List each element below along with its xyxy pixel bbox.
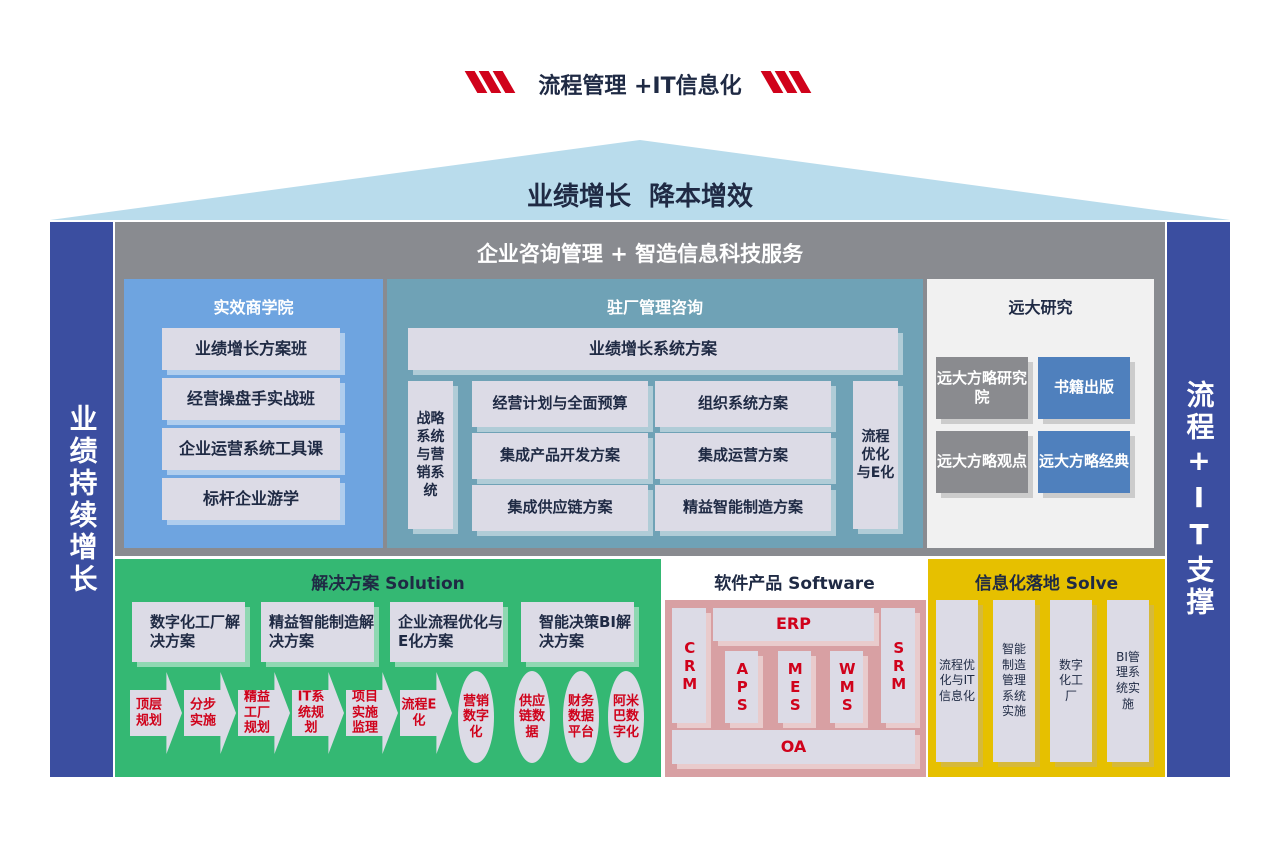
consulting-item[interactable]: 集成产品开发方案 <box>472 433 648 479</box>
aps-module[interactable]: APS <box>725 651 758 723</box>
academy-item[interactable]: 企业运营系统工具课 <box>162 428 340 470</box>
academy-item[interactable]: 业绩增长方案班 <box>162 328 340 370</box>
digital-oval[interactable]: 供应链数据 <box>514 671 550 763</box>
mes-module[interactable]: MES <box>778 651 811 723</box>
digital-oval[interactable]: 财务数据平台 <box>563 671 599 763</box>
consulting-top[interactable]: 业绩增长系统方案 <box>408 328 898 370</box>
research-item[interactable]: 远大方略经典 <box>1038 431 1130 493</box>
solution-box[interactable]: 企业流程优化与E化方案 <box>390 602 503 662</box>
step-arrow[interactable]: 流程E化 <box>400 672 452 754</box>
consulting-item[interactable]: 集成运营方案 <box>655 433 831 479</box>
consulting-left[interactable]: 战略系统与营销系统 <box>408 381 453 529</box>
stripes-decoration-right <box>760 71 812 99</box>
research-item[interactable]: 远大方略观点 <box>936 431 1028 493</box>
solution-box[interactable]: 智能决策BI解决方案 <box>521 602 634 662</box>
consulting-item[interactable]: 集成供应链方案 <box>472 485 648 531</box>
erp-module[interactable]: ERP <box>713 608 874 641</box>
consulting-item[interactable]: 经营计划与全面预算 <box>472 381 648 427</box>
crm-module[interactable]: CRM <box>672 608 706 723</box>
roof-text: 业绩增长 降本增效 <box>526 182 754 212</box>
stripes-decoration-left <box>464 71 516 99</box>
solution-box[interactable]: 数字化工厂解决方案 <box>132 602 245 662</box>
research-panel: 远大研究 远大方略研究院 书籍出版 远大方略观点 远大方略经典 <box>927 279 1154 548</box>
digital-oval[interactable]: 阿米巴数字化 <box>608 671 644 763</box>
left-pillar: 业绩持续增长 <box>50 222 113 777</box>
solution-box[interactable]: 精益智能制造解决方案 <box>261 602 374 662</box>
consulting-item[interactable]: 精益智能制造方案 <box>655 485 831 531</box>
oa-module[interactable]: OA <box>672 730 915 764</box>
step-arrow[interactable]: 顶层规划 <box>130 672 182 754</box>
consulting-panel: 驻厂管理咨询 业绩增长系统方案 战略系统与营销系统 流程优化与E化 经营计划与全… <box>387 279 923 548</box>
digital-oval[interactable]: 营销数字化 <box>458 671 494 763</box>
academy-item[interactable]: 标杆企业游学 <box>162 478 340 520</box>
academy-item[interactable]: 经营操盘手实战班 <box>162 378 340 420</box>
software-panel: 软件产品 Software CRM ERP SRM APS MES WMS OA <box>663 559 926 777</box>
page-title: 流程管理 +IT信息化 <box>0 68 1280 100</box>
solve-item[interactable]: 流程优化与IT信息化 <box>936 600 978 762</box>
step-arrow[interactable]: IT系统规划 <box>292 672 344 754</box>
wms-module[interactable]: WMS <box>830 651 863 723</box>
research-item[interactable]: 远大方略研究院 <box>936 357 1028 419</box>
consulting-right[interactable]: 流程优化与E化 <box>853 381 898 529</box>
step-arrow[interactable]: 精益工厂规划 <box>238 672 290 754</box>
srm-module[interactable]: SRM <box>881 608 915 723</box>
solve-item[interactable]: 数字化工厂 <box>1050 600 1092 762</box>
solution-panel: 解决方案 Solution 数字化工厂解决方案 精益智能制造解决方案 企业流程优… <box>115 559 661 777</box>
research-item[interactable]: 书籍出版 <box>1038 357 1130 419</box>
solve-item[interactable]: BI管理系统实施 <box>1107 600 1149 762</box>
right-pillar: 流程+IT支撑 <box>1167 222 1230 777</box>
consulting-item[interactable]: 组织系统方案 <box>655 381 831 427</box>
solve-panel: 信息化落地 Solve 流程优化与IT信息化 智能制造管理系统实施 数字化工厂 … <box>928 559 1165 777</box>
step-arrow[interactable]: 分步实施 <box>184 672 236 754</box>
software-area: CRM ERP SRM APS MES WMS OA <box>665 600 926 777</box>
solve-item[interactable]: 智能制造管理系统实施 <box>993 600 1035 762</box>
academy-panel: 实效商学院 业绩增长方案班 经营操盘手实战班 企业运营系统工具课 标杆企业游学 <box>124 279 383 548</box>
step-arrow[interactable]: 项目实施监理 <box>346 672 398 754</box>
